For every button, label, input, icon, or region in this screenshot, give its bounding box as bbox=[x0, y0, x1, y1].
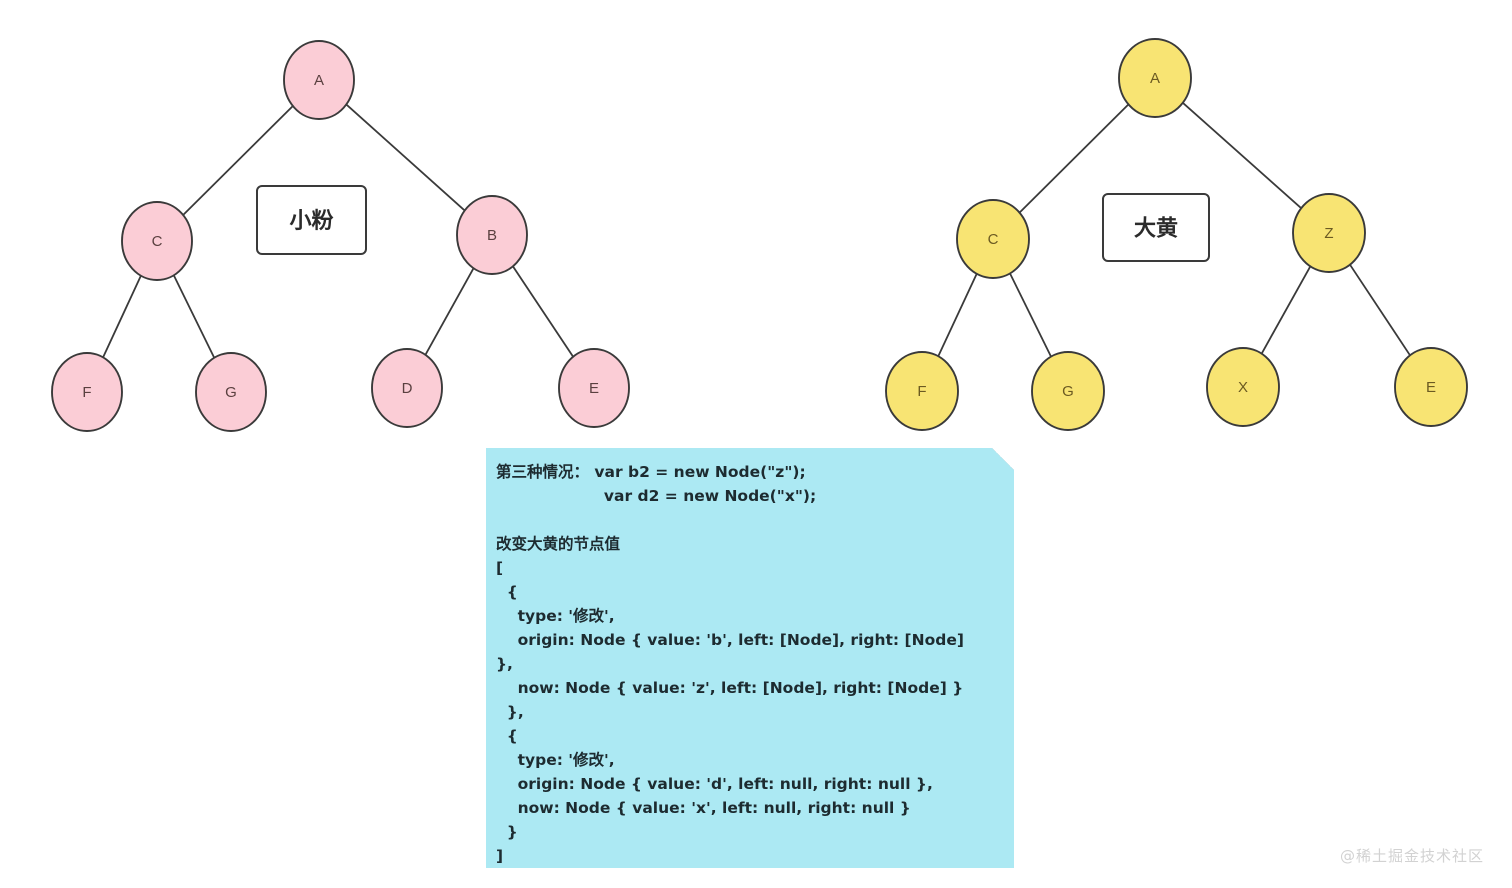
tree-edge bbox=[345, 103, 466, 212]
tree-node[interactable]: D bbox=[371, 348, 443, 428]
tree-node[interactable]: C bbox=[121, 201, 193, 281]
tree-node[interactable]: F bbox=[51, 352, 123, 432]
tree-node-label: C bbox=[988, 231, 999, 248]
tree-node-circle bbox=[558, 348, 630, 428]
note-line: type: '修改', bbox=[496, 607, 615, 625]
tree-node-circle bbox=[1394, 347, 1468, 427]
tree-node-circle bbox=[1118, 38, 1192, 118]
tree-node-circle bbox=[1292, 193, 1366, 273]
note-line bbox=[496, 508, 1000, 532]
tree-edge bbox=[1009, 272, 1052, 358]
tree-edge bbox=[1182, 102, 1302, 209]
tree-title-label: 大黄 bbox=[1134, 216, 1178, 241]
note-line: 改变大黄的节点值 bbox=[496, 535, 621, 553]
tree-node[interactable]: A bbox=[283, 40, 355, 120]
note-line: ] bbox=[496, 847, 504, 865]
tree-node-circle bbox=[371, 348, 443, 428]
tree-node[interactable]: B bbox=[456, 195, 528, 275]
tree-edge bbox=[182, 105, 294, 216]
tree-node-label: F bbox=[917, 383, 926, 400]
note-text-body: 第三种情况： var b2 = new Node("z"); var d2 = … bbox=[496, 460, 1000, 868]
tree-edge bbox=[937, 273, 978, 357]
tree-node-label: A bbox=[1150, 70, 1160, 87]
tree-node-label: A bbox=[314, 72, 324, 89]
tree-node[interactable]: E bbox=[1394, 347, 1468, 427]
note-line: }, bbox=[496, 655, 513, 673]
tree-label-boxes-layer: 小粉 大黄 bbox=[256, 185, 1210, 262]
tree-edge bbox=[172, 274, 216, 359]
watermark: @稀土掘金技术社区 bbox=[1339, 847, 1484, 865]
tree-edge bbox=[1349, 264, 1411, 356]
note-line: var d2 = new Node("x"); bbox=[496, 487, 817, 505]
tree-node-label: G bbox=[225, 384, 237, 401]
tree-node[interactable]: A bbox=[1118, 38, 1192, 118]
note-line: { bbox=[496, 583, 518, 601]
tree-node-circle bbox=[1206, 347, 1280, 427]
tree-node[interactable]: E bbox=[558, 348, 630, 428]
tree-edge bbox=[1018, 103, 1130, 214]
note-line: origin: Node { value: 'b', left: [Node],… bbox=[496, 631, 964, 649]
tree-edge bbox=[512, 265, 574, 358]
tree-node-label: X bbox=[1238, 379, 1248, 396]
tree-node-circle bbox=[195, 352, 267, 432]
tree-node-circle bbox=[456, 195, 528, 275]
tree-node-circle bbox=[283, 40, 355, 120]
tree-node[interactable]: G bbox=[1031, 351, 1105, 431]
tree-node-label: D bbox=[402, 380, 413, 397]
tree-node-label: Z bbox=[1324, 225, 1333, 242]
tree-node-label: C bbox=[152, 233, 163, 250]
tree-edge bbox=[1260, 265, 1312, 355]
note-line: }, bbox=[496, 703, 524, 721]
note-line: 第三种情况： var b2 = new Node("z"); bbox=[496, 463, 806, 481]
tree-node-circle bbox=[885, 351, 959, 431]
tree-node[interactable]: Z bbox=[1292, 193, 1366, 273]
note-line: now: Node { value: 'z', left: [Node], ri… bbox=[496, 679, 964, 697]
tree-node-label: F bbox=[82, 384, 91, 401]
note-line: origin: Node { value: 'd', left: null, r… bbox=[496, 775, 933, 793]
tree-node[interactable]: F bbox=[885, 351, 959, 431]
tree-node-label: G bbox=[1062, 383, 1074, 400]
tree-title-box: 小粉 bbox=[256, 185, 367, 255]
note-line: [ bbox=[496, 559, 504, 577]
tree-node-circle bbox=[956, 199, 1030, 279]
tree-node-circle bbox=[51, 352, 123, 432]
tree-nodes-layer: A C B F G D E A C Z F G X E bbox=[51, 38, 1468, 432]
tree-node[interactable]: X bbox=[1206, 347, 1280, 427]
note-line: type: '修改', bbox=[496, 751, 615, 769]
tree-edge bbox=[424, 267, 475, 356]
tree-node-label: E bbox=[589, 380, 599, 397]
note-line: { bbox=[496, 727, 518, 745]
tree-node-label: B bbox=[487, 227, 497, 244]
explanation-note: 第三种情况： var b2 = new Node("z"); var d2 = … bbox=[486, 448, 1014, 868]
tree-node[interactable]: C bbox=[956, 199, 1030, 279]
tree-edge bbox=[102, 275, 142, 358]
tree-title-box-rect bbox=[1102, 193, 1210, 262]
tree-title-box-rect bbox=[256, 185, 367, 255]
tree-title-label: 小粉 bbox=[289, 208, 333, 233]
tree-title-box: 大黄 bbox=[1102, 193, 1210, 262]
note-fold-highlight-icon bbox=[992, 448, 1014, 470]
tree-node[interactable]: G bbox=[195, 352, 267, 432]
tree-edges-layer bbox=[102, 102, 1411, 359]
note-line: now: Node { value: 'x', left: null, righ… bbox=[496, 799, 911, 817]
tree-node-label: E bbox=[1426, 379, 1436, 396]
tree-node-circle bbox=[121, 201, 193, 281]
tree-node-circle bbox=[1031, 351, 1105, 431]
note-line: } bbox=[496, 823, 518, 841]
